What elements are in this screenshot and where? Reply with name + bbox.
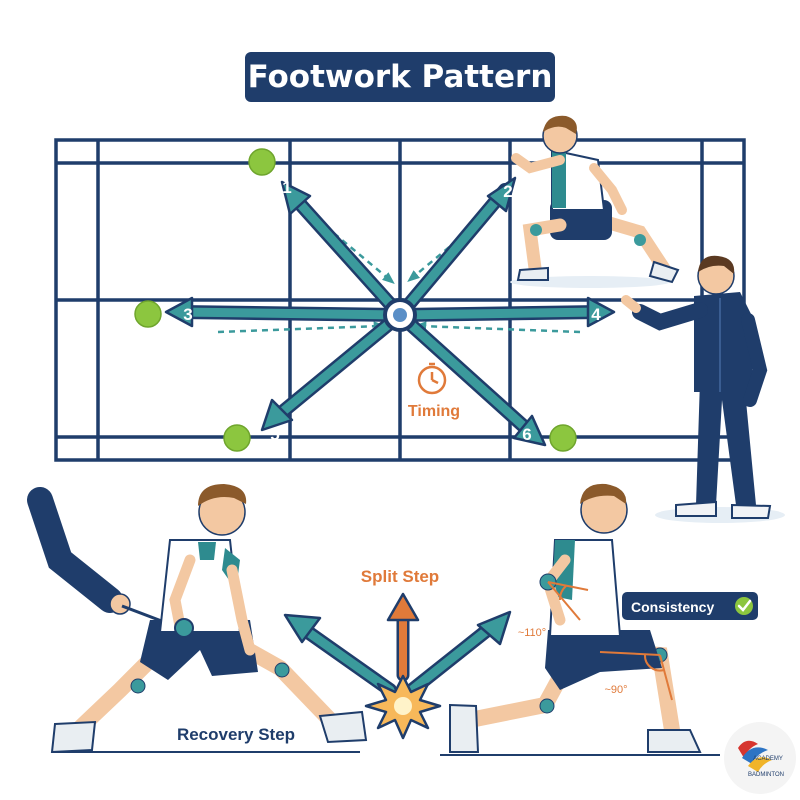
corner-label-4: 4 <box>591 305 601 324</box>
target-dot-5 <box>223 424 251 452</box>
coach-figure <box>621 255 785 523</box>
footwork-arrows <box>164 176 616 447</box>
split-step-arrows <box>283 592 512 697</box>
check-circle-icon <box>735 597 753 615</box>
stopwatch-icon <box>417 362 447 395</box>
timing-label: Timing <box>408 403 460 420</box>
center-marker <box>383 298 417 332</box>
logo-text-academy: ACADEMY <box>753 756 783 762</box>
corner-label-6: 6 <box>522 425 531 444</box>
recovery-step-label: Recovery Step <box>177 725 295 744</box>
academy-logo: ACADEMY BADMINTON <box>724 722 796 794</box>
lunge-player <box>440 483 720 756</box>
corner-label-3: 3 <box>183 305 192 324</box>
elbow-angle-label: ~110° <box>518 627 546 639</box>
running-player <box>510 115 680 288</box>
starburst-icon <box>364 674 442 740</box>
corner-label-2: 2 <box>503 182 512 201</box>
knee-angle-label: ~90° <box>604 684 627 696</box>
target-dot-1 <box>248 148 276 176</box>
logo-text-badminton: BADMINTON <box>748 772 784 778</box>
target-dot-6 <box>549 424 577 452</box>
target-dot-3 <box>134 300 162 328</box>
recovery-player <box>27 484 368 754</box>
page-title: Footwork Pattern <box>245 52 555 102</box>
split-step-label: Split Step <box>361 567 439 586</box>
corner-label-1: 1 <box>282 178 291 197</box>
corner-label-5: 5 <box>270 425 279 444</box>
consistency-label: Consistency <box>631 599 714 615</box>
target-dots <box>134 148 577 452</box>
consistency-badge: Consistency <box>622 592 758 620</box>
